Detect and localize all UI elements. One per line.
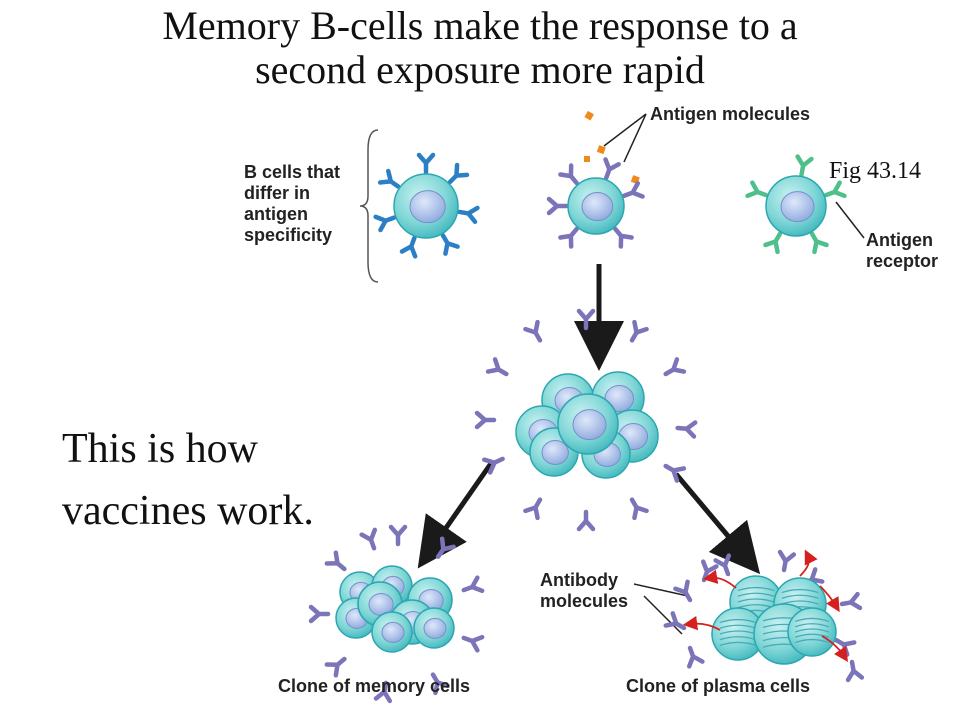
free-antibody-5 [686,645,705,669]
purple-receptor-5 [558,163,579,186]
memory-receptor-8 [324,550,347,572]
cluster-receptor-6 [576,509,596,532]
memory-receptor-0 [388,524,408,547]
proliferating-cell-6 [557,393,619,455]
blue-receptor-0 [416,152,436,175]
blue-receptor-5 [373,214,397,233]
cluster-receptor-7 [523,497,543,521]
cluster-receptor-8 [482,456,505,475]
free-antibody-4 [839,591,863,611]
b-cells-label: B cells that differ in antigen specifici… [244,162,341,245]
clone-memory-label: Clone of memory cells [278,676,471,696]
memory-receptor-2 [461,575,485,594]
cluster-receptor-0 [576,308,596,331]
blue-receptor-4 [399,235,418,259]
memory-receptor-4 [430,672,450,696]
blue-receptor-1 [447,162,470,185]
green-receptor-4 [745,180,769,199]
memory-receptor-9 [359,527,378,551]
free-antibody-2 [777,549,797,573]
cluster-receptor-5 [629,497,649,521]
slide-title: Memory B-cells make the response to a se… [0,4,960,92]
b-cell-blue [393,173,459,239]
free-antibody-0 [700,559,719,583]
cluster-receptor-4 [663,463,687,483]
cluster-receptor-2 [663,357,687,377]
note-line-2: vaccines work. [62,488,314,534]
b-cell-selected [567,177,625,235]
green-receptor-1 [823,180,847,199]
vaccine-note: This is how vaccines work. [62,418,314,542]
cluster-receptor-9 [474,410,497,430]
green-receptor-3 [763,231,783,255]
figure-label: Fig 43.14 [829,158,922,184]
antigen-receptor-label: Antigen receptor [866,230,939,271]
antigen-leader-lines [603,113,647,163]
bracket [359,129,379,283]
secretion-arrows [682,549,848,662]
arrow-to-memory [417,460,495,569]
arrow-to-plasma [674,472,761,575]
clone-plasma-label: Clone of plasma cells [626,676,811,696]
free-antibody-7 [845,659,865,683]
memory-receptor-1 [435,536,456,559]
antibody-leader-lines [633,583,689,635]
purple-receptor-3 [558,226,579,249]
purple-receptor-0 [603,157,621,181]
cluster-receptor-1 [629,319,649,343]
flow-arrows [417,264,761,575]
memory-receptor-5 [373,680,393,704]
memory-cell-7 [371,611,413,653]
b-cell-green [765,175,827,237]
blue-receptor-3 [440,233,460,256]
antibody-molecules-label: Antibody molecules [540,570,629,611]
memory-receptor-7 [308,604,331,624]
plasma-cell-2 [711,607,765,661]
blue-receptor-2 [457,205,480,224]
cluster-receptor-11 [523,319,543,343]
green-receptor-2 [809,231,829,255]
green-receptor-0 [795,154,814,177]
blue-receptor-6 [377,168,401,189]
cluster-receptor-10 [485,357,509,377]
purple-receptor-1 [621,181,645,199]
free-antibody-9 [713,553,732,577]
note-line-1: This is how [62,426,259,472]
antigen-molecules-label: Antigen molecules [650,104,811,124]
title-line-1: Memory B-cells make the response to a [162,3,798,48]
memory-receptor-6 [324,656,347,678]
free-antibody-6 [663,611,687,631]
receptor-leader-line [835,201,865,239]
antigen-molecules [584,110,640,185]
plasma-cell-4 [787,607,837,657]
purple-receptor-4 [546,196,569,216]
title-line-2: second exposure more rapid [255,47,705,92]
free-antibody-1 [673,579,693,603]
purple-receptor-2 [613,226,634,249]
cluster-receptor-3 [675,420,698,439]
memory-cell-6 [413,607,455,649]
memory-receptor-3 [461,634,485,653]
